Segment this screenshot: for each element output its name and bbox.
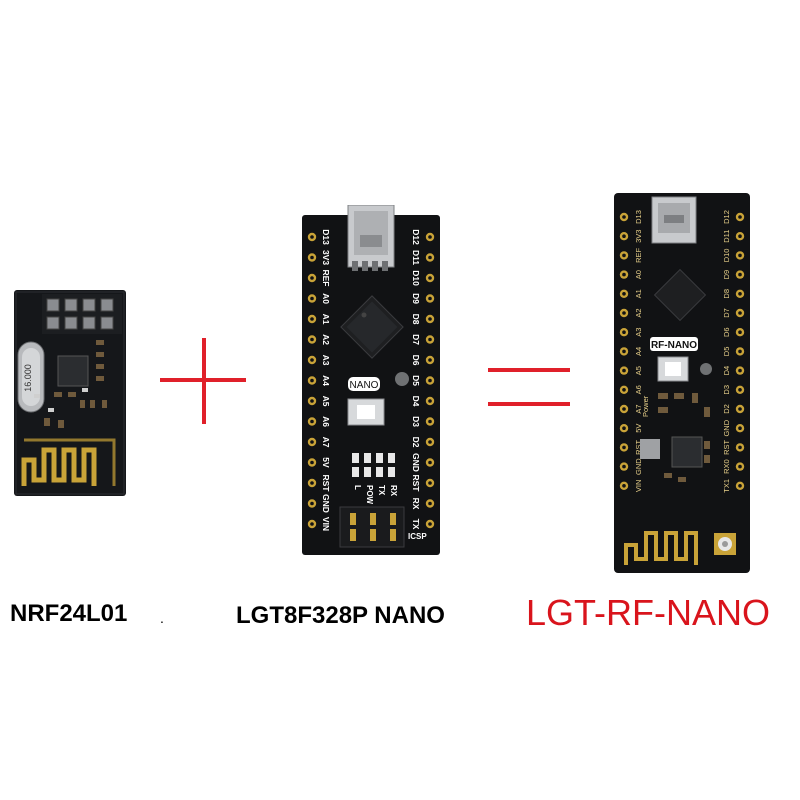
pin-label: A0 <box>321 293 331 304</box>
pin-label: D8 <box>411 314 421 325</box>
mini-usb-connector <box>347 205 395 271</box>
plus-sign <box>160 338 246 424</box>
crystal-text: 16.000 <box>23 364 33 392</box>
equals-sign <box>488 368 570 406</box>
pin-label: D3 <box>722 385 731 395</box>
pin-label: D2 <box>722 404 731 414</box>
led-label: POW <box>365 485 374 505</box>
icsp-header <box>339 506 405 548</box>
pin-label: A4 <box>321 375 331 386</box>
pin-label: D5 <box>722 347 731 357</box>
rf-nano-brand: RF-NANO <box>651 340 697 351</box>
pin-label: A1 <box>634 289 643 298</box>
pin-label: D13 <box>634 210 643 224</box>
pin-label: A5 <box>321 396 331 407</box>
pin-label: D9 <box>722 270 731 280</box>
pin-label: RX0 <box>722 459 731 474</box>
pin-label: GND <box>722 419 731 436</box>
pin-label: REF <box>321 270 331 287</box>
pin-label: D12 <box>411 229 421 245</box>
led-label: RX <box>389 485 398 497</box>
pin-label: A6 <box>634 385 643 394</box>
pin-label: RST <box>634 439 643 454</box>
pin-label: D6 <box>722 327 731 337</box>
pin-label: D7 <box>411 334 421 345</box>
pin-label: A2 <box>634 308 643 317</box>
led-label: L <box>353 485 362 490</box>
pin-label: GND <box>634 458 643 475</box>
nano-brand: NANO <box>350 380 379 391</box>
pin-label: A5 <box>634 366 643 375</box>
pin-label: RX <box>411 498 421 510</box>
pin-label: A4 <box>634 347 643 356</box>
ipex-antenna-connector <box>714 533 736 555</box>
pin-label: RST <box>722 439 731 454</box>
led-label: TX <box>377 485 386 496</box>
reset-button <box>657 356 689 382</box>
micro-usb-connector <box>651 196 697 244</box>
pin-label: A3 <box>321 355 331 366</box>
lgt8f328p-caption: LGT8F328P NANO <box>236 602 445 629</box>
pin-label: D13 <box>321 229 331 245</box>
pin-label: TX <box>411 519 421 530</box>
pin-label: A7 <box>321 437 331 448</box>
pin-label: 3V3 <box>634 230 643 243</box>
power-label: Power <box>641 395 650 417</box>
pin-label: A6 <box>321 416 331 427</box>
pin-label: A1 <box>321 314 331 325</box>
pin-label: D11 <box>411 250 421 265</box>
lgt-rf-nano-caption: LGT-RF-NANO <box>526 592 771 633</box>
pin-header <box>42 294 122 334</box>
pin-label: D5 <box>411 375 421 386</box>
pin-label: A2 <box>321 334 331 345</box>
pin-label: D4 <box>722 366 731 376</box>
icsp-label: ICSP <box>408 532 427 541</box>
pin-label: D4 <box>411 396 421 407</box>
pcb-antenna <box>624 531 698 565</box>
pin-label: D10 <box>722 249 731 263</box>
pin-label: RST <box>411 475 421 493</box>
microcontroller-chip <box>340 295 404 359</box>
pin-label: D2 <box>411 437 421 448</box>
pin-label: RST <box>321 475 331 493</box>
pin-label: GND <box>321 494 331 513</box>
pin-label: D7 <box>722 308 731 318</box>
nrf24l01-caption: NRF24L01 <box>10 600 128 627</box>
pin-label: D3 <box>411 416 421 427</box>
pin-label: REF <box>634 247 643 262</box>
pin-label: A7 <box>634 404 643 413</box>
pin-label: GND <box>411 453 421 472</box>
pin-label: D10 <box>411 270 421 286</box>
pin-label: A3 <box>634 328 643 337</box>
pin-label: D8 <box>722 289 731 299</box>
pin-label: TX1 <box>722 479 731 493</box>
microcontroller-chip <box>653 268 707 322</box>
pin-label: D12 <box>722 210 731 224</box>
pin-label: D9 <box>411 293 421 304</box>
pin-label: 5V <box>634 424 643 433</box>
caption-dot: . <box>160 610 164 626</box>
pcb-antenna <box>21 447 97 486</box>
nrf24l01-module: 16.000 <box>14 290 126 496</box>
pin-label: 5V <box>321 457 331 468</box>
pin-label: VIN <box>321 517 331 531</box>
pin-label: D11 <box>722 230 731 243</box>
pin-label: 3V3 <box>321 250 331 265</box>
pin-label: A0 <box>634 270 643 279</box>
pin-label: VIN <box>634 480 643 493</box>
crystal: 16.000 <box>17 341 45 413</box>
rf-chip <box>671 436 703 468</box>
reset-button <box>347 398 385 426</box>
pin-label: D6 <box>411 355 421 366</box>
rf-chip <box>57 355 89 387</box>
